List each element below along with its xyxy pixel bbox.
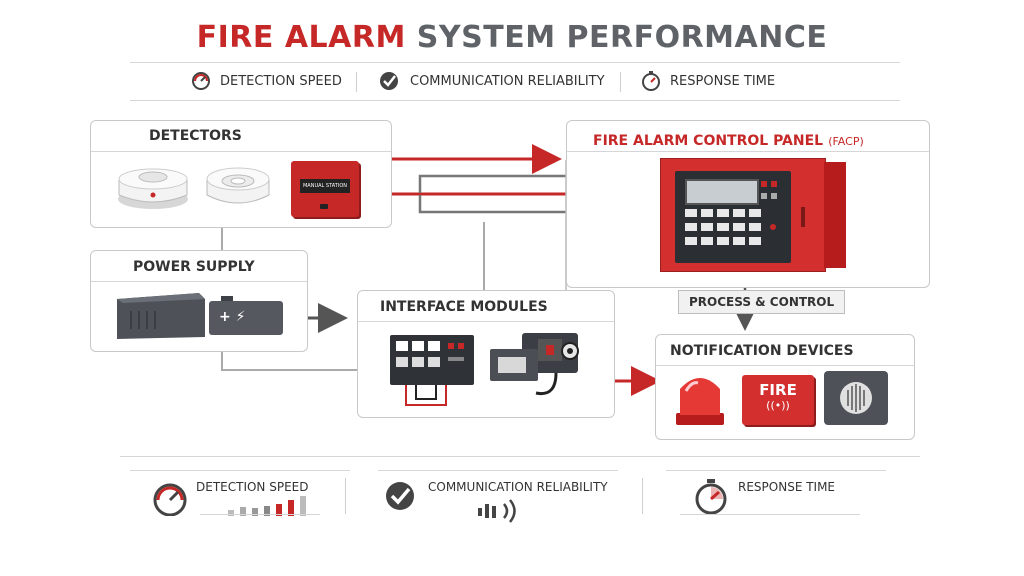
detectors-panel: DETECTORS MANUAL STATION xyxy=(90,120,392,228)
process-control-label: PROCESS & CONTROL xyxy=(678,290,846,314)
bottom-divider-1 xyxy=(345,478,346,514)
top-metric-response: RESPONSE TIME xyxy=(640,70,775,92)
relay-module-icon xyxy=(490,333,579,396)
facp-display xyxy=(685,179,759,205)
top-divider-1 xyxy=(356,72,357,92)
bottom-rule-seg-2 xyxy=(378,470,618,471)
power-supply-divider xyxy=(91,281,307,282)
manual-station-label: MANUAL STATION xyxy=(300,179,350,193)
bottom-metric-detection-label: DETECTION SPEED xyxy=(196,480,309,494)
bottom-rule-seg-1 xyxy=(130,470,350,471)
notification-devices-panel: NOTIFICATION DEVICES FIRE ((•)) xyxy=(655,334,915,440)
bottom-metric-response-label: RESPONSE TIME xyxy=(738,480,836,494)
title-part-gray: SYSTEM PERFORMANCE xyxy=(416,20,828,55)
facp-title-text: FIRE ALARM CONTROL PANEL xyxy=(593,133,824,149)
detectors-title: DETECTORS xyxy=(149,128,242,144)
notification-devices-title: NOTIFICATION DEVICES xyxy=(670,343,854,359)
fire-horn-sub: ((•)) xyxy=(766,399,790,412)
interface-modules-title: INTERFACE MODULES xyxy=(380,299,548,315)
detectors-divider xyxy=(91,151,391,152)
gauge-icon xyxy=(192,72,210,90)
manual-pull-station: MANUAL STATION xyxy=(291,161,359,217)
heat-detector-icon xyxy=(206,167,270,204)
smoke-detector-icon xyxy=(118,168,188,209)
interface-module-board-icon xyxy=(390,335,474,406)
signal-bars-icon xyxy=(228,496,306,516)
facp-led-1 xyxy=(761,181,767,187)
wireless-signal-icon xyxy=(478,499,516,523)
top-divider-2 xyxy=(620,72,621,92)
bottom-rule-left xyxy=(200,514,320,515)
bottom-metric-communication-label: COMMUNICATION RELIABILITY xyxy=(428,480,608,494)
checkmark-icon xyxy=(386,482,414,510)
gauge-icon xyxy=(153,483,187,516)
checkmark-icon xyxy=(380,72,398,90)
interface-modules-divider xyxy=(358,321,614,322)
bottom-divider-2 xyxy=(642,478,643,514)
page-title: FIRE ALARM SYSTEM PERFORMANCE xyxy=(0,20,1024,55)
title-part-red: FIRE ALARM xyxy=(196,20,406,55)
interface-modules-panel: INTERFACE MODULES xyxy=(357,290,615,418)
manual-station-slot xyxy=(320,204,328,209)
power-supply-title: POWER SUPPLY xyxy=(133,259,255,275)
facp-handle xyxy=(801,207,805,227)
bottom-rule xyxy=(120,456,920,457)
battery-icon: + ⚡ xyxy=(209,296,283,335)
battery-terminal xyxy=(221,296,233,301)
power-unit-icon xyxy=(117,293,205,339)
bottom-rule-seg-3 xyxy=(666,470,886,471)
speaker-grille-icon xyxy=(840,382,872,414)
bottom-metric-response: RESPONSE TIME xyxy=(692,478,892,518)
top-metric-response-label: RESPONSE TIME xyxy=(670,73,776,89)
top-rule-2 xyxy=(130,100,900,101)
stopwatch-icon xyxy=(642,71,660,91)
facp-cabinet xyxy=(660,158,826,272)
facp-divider xyxy=(567,151,929,152)
facp-led-3 xyxy=(761,193,767,199)
bottom-rule-right xyxy=(680,514,860,515)
fire-horn-label: FIRE xyxy=(759,381,797,399)
facp-led-4 xyxy=(771,193,777,199)
facp-title: FIRE ALARM CONTROL PANEL (FACP) xyxy=(593,130,864,149)
power-supply-panel: POWER SUPPLY + ⚡ xyxy=(90,250,308,352)
bottom-metric-communication: COMMUNICATION RELIABILITY xyxy=(384,480,624,523)
top-metric-communication: COMMUNICATION RELIABILITY xyxy=(378,70,605,92)
bottom-metric-detection: DETECTION SPEED xyxy=(150,480,340,520)
facp-abbr: (FACP) xyxy=(828,135,864,148)
top-metric-detection: DETECTION SPEED xyxy=(190,70,342,92)
battery-symbols: + ⚡ xyxy=(219,309,246,325)
facp-cabinet-side xyxy=(824,162,846,268)
top-rule xyxy=(130,62,900,63)
speaker-device xyxy=(824,371,888,425)
strobe-light-icon xyxy=(676,378,724,425)
top-metric-detection-label: DETECTION SPEED xyxy=(220,73,342,89)
stopwatch-icon xyxy=(695,479,727,515)
top-metric-communication-label: COMMUNICATION RELIABILITY xyxy=(410,73,605,89)
facp-led-2 xyxy=(771,181,777,187)
facp-keypad xyxy=(685,209,776,245)
fire-alarm-horn: FIRE ((•)) xyxy=(742,375,814,425)
notification-divider xyxy=(656,365,914,366)
